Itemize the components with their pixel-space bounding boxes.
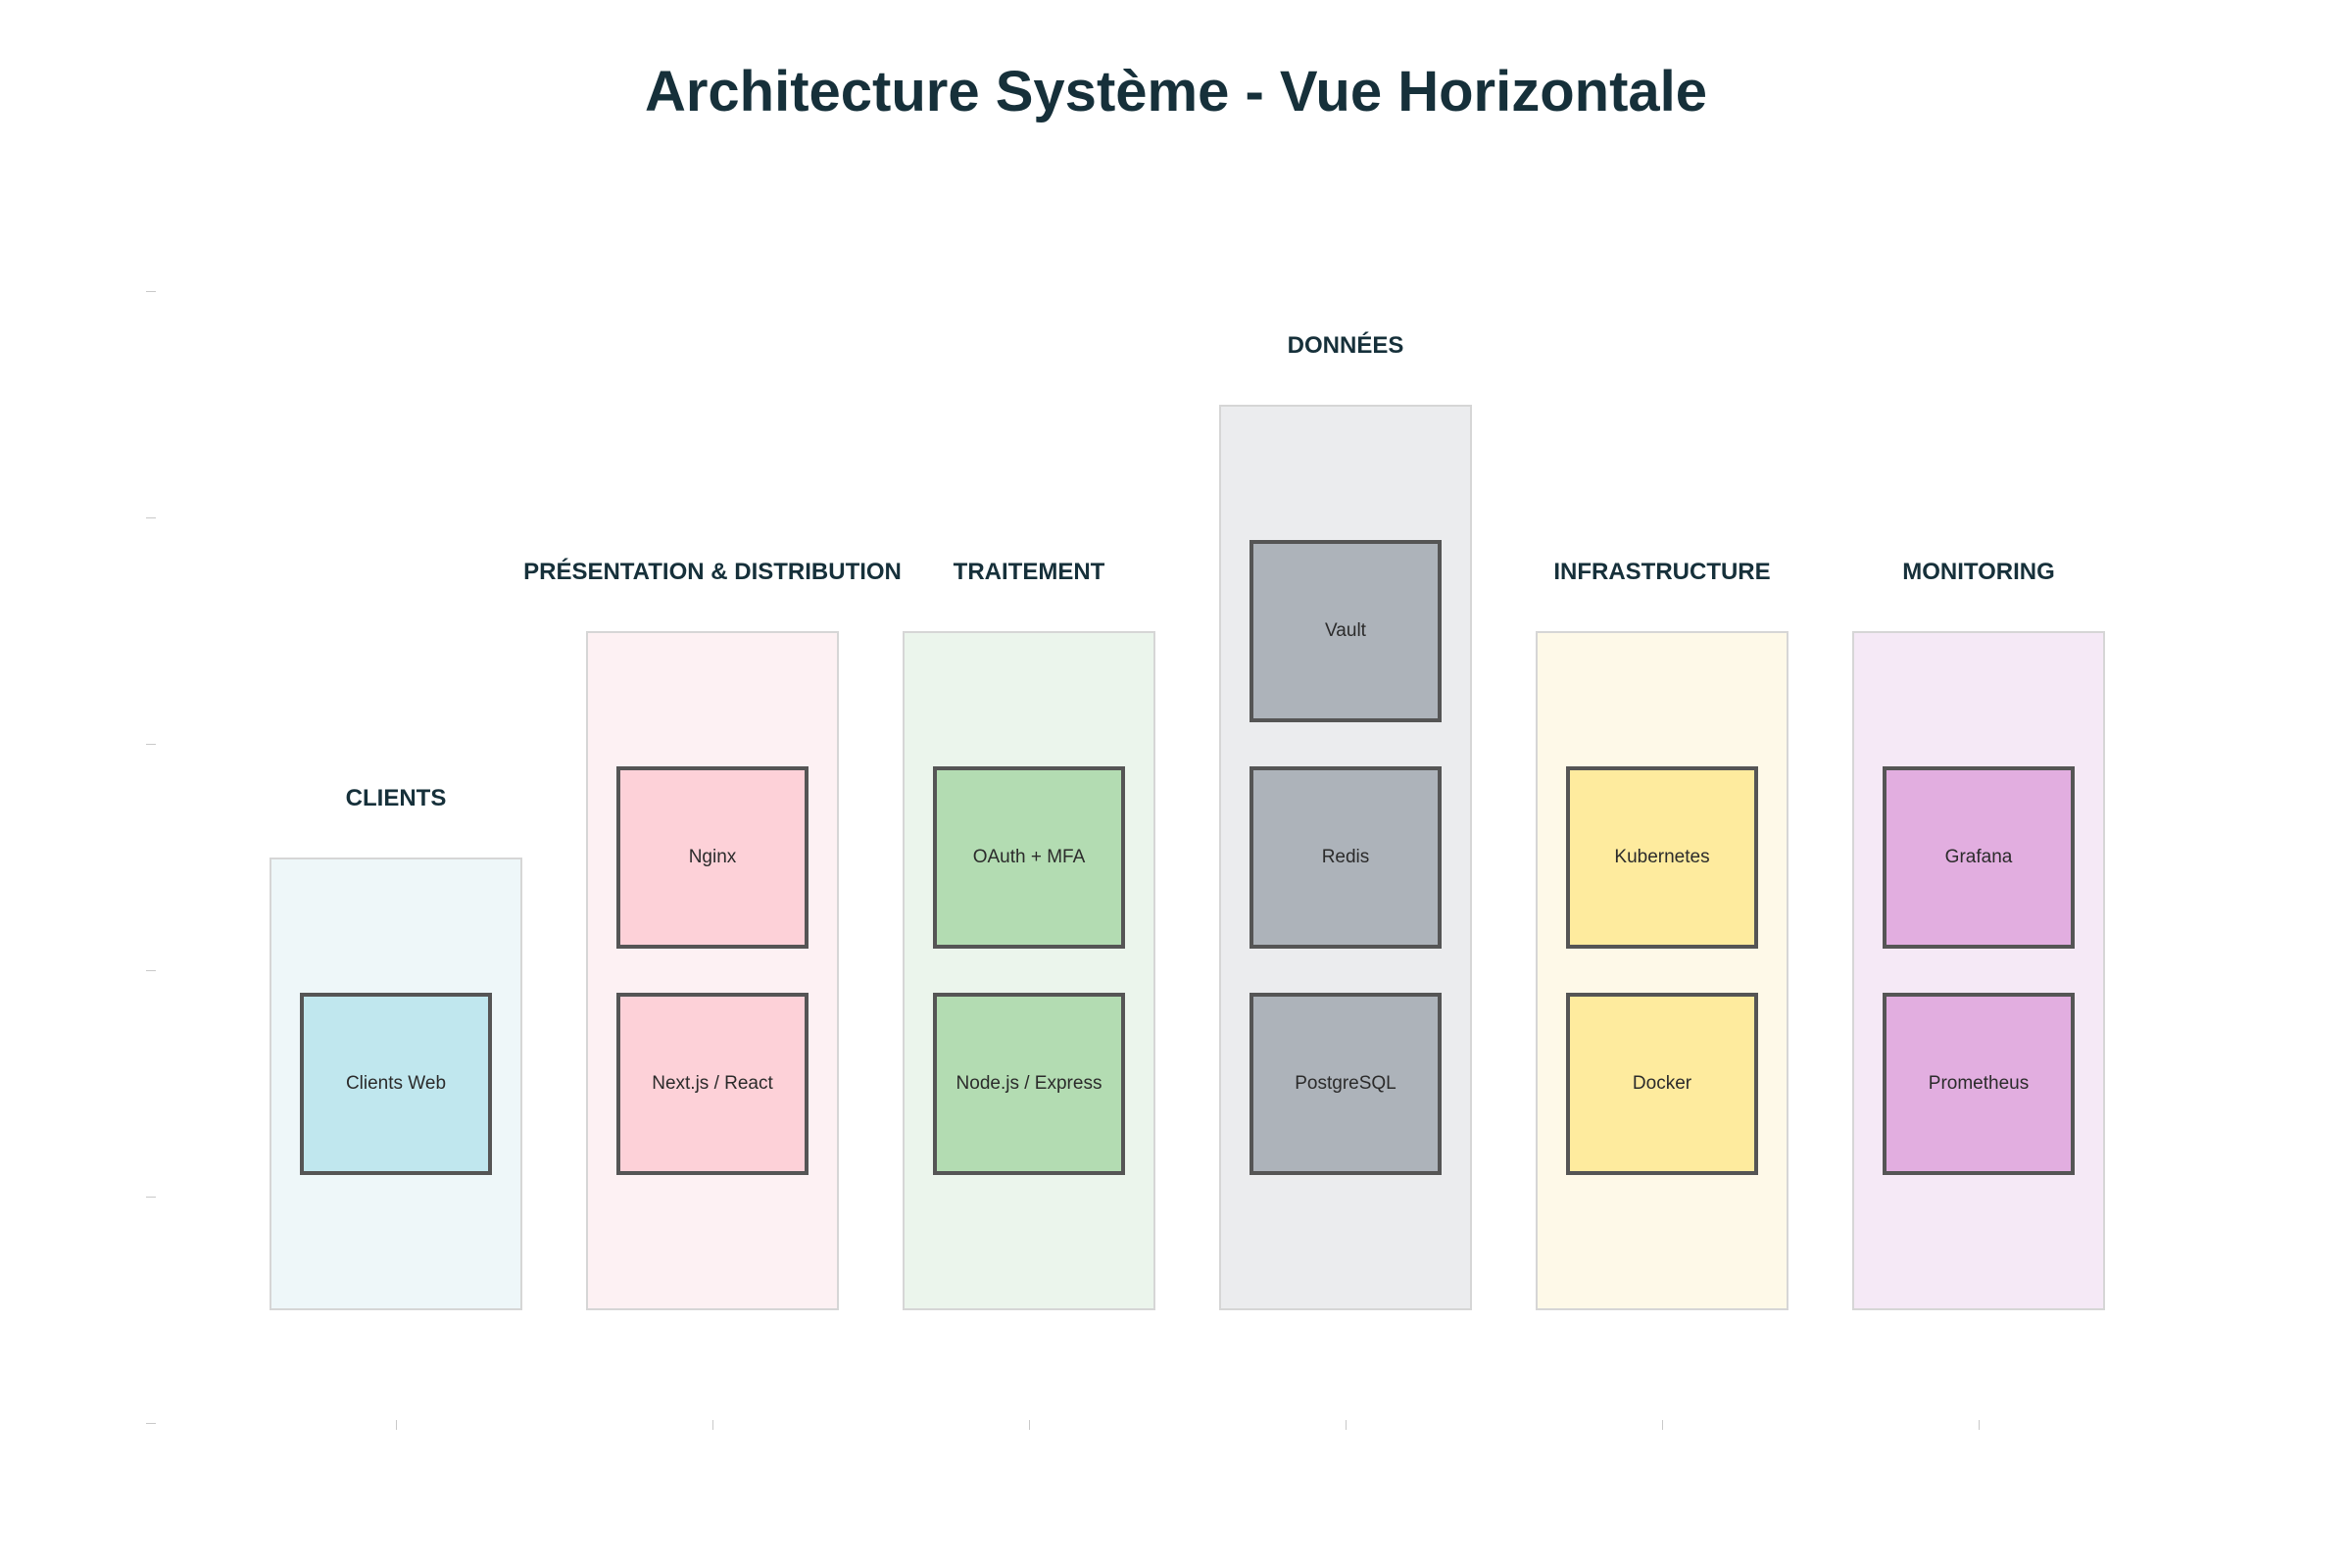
x-axis-tick: [396, 1420, 397, 1430]
layer-column: [1536, 631, 1788, 1310]
x-axis-tick: [1662, 1420, 1663, 1430]
layer-column: [1852, 631, 2105, 1310]
y-axis-tick: [146, 744, 156, 745]
component-node: Grafana: [1883, 766, 2075, 949]
component-node: OAuth + MFA: [933, 766, 1125, 949]
y-axis-tick: [146, 291, 156, 292]
x-axis-tick: [1346, 1420, 1347, 1430]
y-axis-tick: [146, 1197, 156, 1198]
component-node: PostgreSQL: [1250, 993, 1442, 1175]
x-axis-tick: [712, 1420, 713, 1430]
layer-label: DONNÉES: [1287, 332, 1404, 359]
layer-column: [903, 631, 1155, 1310]
component-node: Nginx: [616, 766, 808, 949]
layer-label: CLIENTS: [345, 785, 447, 811]
component-node: Clients Web: [300, 993, 492, 1175]
diagram-title: Architecture Système - Vue Horizontale: [644, 60, 1708, 123]
layer-label: PRÉSENTATION & DISTRIBUTION: [523, 559, 902, 585]
x-axis-tick: [1029, 1420, 1030, 1430]
component-node: Docker: [1566, 993, 1758, 1175]
component-node: Kubernetes: [1566, 766, 1758, 949]
y-axis-tick: [146, 970, 156, 971]
component-node: Redis: [1250, 766, 1442, 949]
layer-column: [586, 631, 839, 1310]
y-axis-tick: [146, 517, 156, 518]
y-axis-tick: [146, 1423, 156, 1424]
layer-label: TRAITEMENT: [953, 559, 1105, 585]
component-node: Prometheus: [1883, 993, 2075, 1175]
component-node: Node.js / Express: [933, 993, 1125, 1175]
x-axis-tick: [1979, 1420, 1980, 1430]
component-node: Next.js / React: [616, 993, 808, 1175]
component-node: Vault: [1250, 540, 1442, 722]
layer-label: MONITORING: [1902, 559, 2055, 585]
layer-label: INFRASTRUCTURE: [1553, 559, 1771, 585]
